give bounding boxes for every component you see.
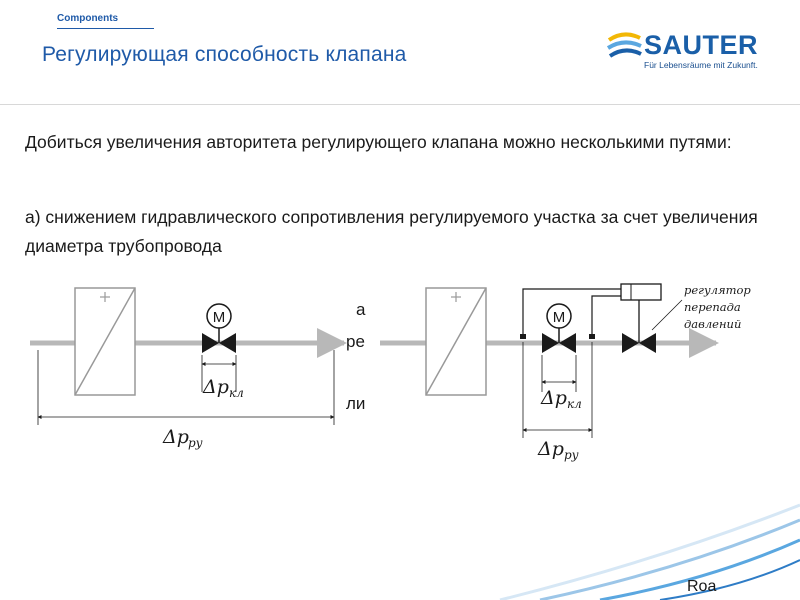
decorative-swoosh xyxy=(499,503,800,600)
right-valve-drop-sub: кл xyxy=(567,397,582,411)
right-section-drop-sub: ру xyxy=(564,448,579,462)
heat-exchanger-icon xyxy=(74,287,136,396)
left-valve-drop-sub: кл xyxy=(229,386,244,400)
occluded-text-fragment-2: ре xyxy=(346,332,365,351)
occluded-text-fragment-1: а xyxy=(356,300,366,319)
svg-text:M: M xyxy=(213,309,226,326)
footer-code: Roa xyxy=(687,578,717,595)
pressure-regulator-valve-icon xyxy=(620,283,662,353)
right-motor-valve-icon: M xyxy=(542,303,576,353)
logo-wordmark: SAUTER xyxy=(644,30,759,60)
body-paragraph-1: Добиться увеличения авторитета регулирую… xyxy=(25,132,732,152)
left-diagram: M Δp кл Δp ру xyxy=(30,287,347,450)
right-section-drop-delta: Δp xyxy=(537,438,564,460)
logo-tagline: Für Lebensräume mit Zukunft. xyxy=(644,60,758,70)
occluded-text-fragment-3: ли xyxy=(346,394,366,413)
right-diagram: M регулятор перепада давлений xyxy=(380,283,751,462)
regulator-label-line-1: регулятор xyxy=(684,283,751,297)
body-paragraph-2: а) снижением гидравлического сопротивлен… xyxy=(25,207,758,256)
left-section-drop-delta: Δp xyxy=(162,426,189,448)
left-valve-drop-delta: Δp xyxy=(202,376,229,398)
motor-valve-icon: M xyxy=(202,303,236,353)
right-heat-exchanger-icon xyxy=(425,287,487,396)
sauter-logo: SAUTER Für Lebensräume mit Zukunft. xyxy=(606,30,776,76)
section-underline xyxy=(57,28,154,29)
right-valve-drop-delta: Δp xyxy=(540,387,567,409)
svg-text:M: M xyxy=(553,309,566,326)
slide-title: Регулирующая способность клапана xyxy=(42,43,407,66)
logo-swoosh-icon xyxy=(606,32,642,58)
regulator-label-line-2: перепада xyxy=(684,300,741,314)
regulator-label-line-3: давлений xyxy=(684,317,741,331)
left-section-drop-sub: ру xyxy=(188,436,203,450)
header-divider xyxy=(0,104,800,105)
section-label: Components xyxy=(57,13,119,24)
